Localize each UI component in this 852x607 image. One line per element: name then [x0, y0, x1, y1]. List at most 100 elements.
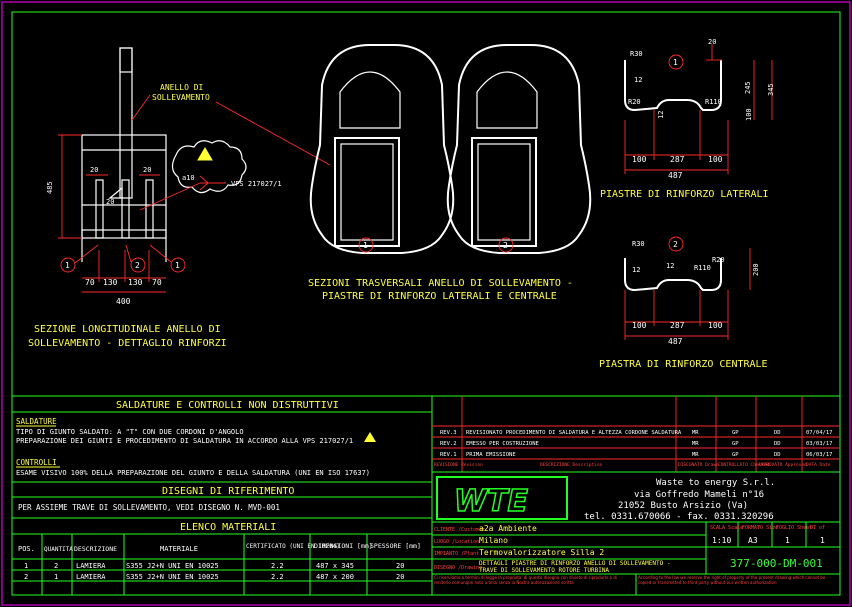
svg-text:R30: R30 — [632, 240, 645, 248]
svg-text:PRIMA EMISSIONE: PRIMA EMISSIONE — [466, 452, 516, 458]
svg-text:1: 1 — [54, 573, 58, 581]
svg-text:100: 100 — [708, 155, 723, 164]
dim-20-left: 20 — [90, 166, 98, 174]
longitudinal-title-1: SEZIONE LONGITUDINALE ANELLO DI — [34, 324, 221, 335]
svg-text:MATERIALE: MATERIALE — [160, 545, 198, 553]
svg-text:REVISIONE Revision: REVISIONE Revision — [434, 462, 483, 468]
svg-text:20: 20 — [396, 562, 404, 570]
weld-size: a10 — [182, 174, 195, 182]
dim-bottom-2: 130 — [103, 278, 118, 287]
svg-text:a2a Ambiente: a2a Ambiente — [479, 524, 537, 533]
svg-text:100: 100 — [632, 155, 647, 164]
svg-text:287: 287 — [670, 155, 685, 164]
svg-text:REV.3: REV.3 — [440, 430, 457, 436]
dim-bottom-3: 130 — [128, 278, 143, 287]
svg-text:2: 2 — [673, 240, 678, 249]
svg-text:IMPIANTO /Plant: IMPIANTO /Plant — [434, 551, 479, 557]
central-plate-title: PIASTRA DI RINFORZO CENTRALE — [599, 359, 768, 370]
svg-text:487: 487 — [668, 171, 683, 180]
svg-text:DISEGNATO Drawn: DISEGNATO Drawn — [678, 462, 719, 468]
svg-text:R110: R110 — [705, 98, 722, 106]
svg-text:SPESSORE [mm]: SPESSORE [mm] — [370, 542, 421, 550]
rif-header: DISEGNI DI RIFERIMENTO — [162, 486, 294, 497]
cross-section-title-1: SEZIONI TRASVERSALI ANELLO DI SOLLEVAMEN… — [308, 278, 573, 289]
svg-text:12: 12 — [666, 262, 674, 270]
dim-total-400: 400 — [116, 297, 131, 306]
callout-anello-2: SOLLEVAMENTO — [152, 93, 210, 102]
dim-20-right: 20 — [143, 166, 151, 174]
svg-text:1: 1 — [673, 58, 678, 67]
svg-text:POS.: POS. — [18, 545, 35, 553]
svg-text:APPROVATO Approved: APPROVATO Approved — [758, 462, 807, 468]
svg-text:2: 2 — [503, 241, 508, 250]
svg-text:PREPARAZIONE DEI GIUNTI E PROC: PREPARAZIONE DEI GIUNTI E PROCEDIMENTO D… — [16, 437, 353, 445]
svg-text:EMESSO PER COSTRUZIONE: EMESSO PER COSTRUZIONE — [466, 441, 539, 447]
legal-notice-en: According to the law we reserve the righ… — [638, 575, 826, 585]
title-block: WTE Waste to energy S.r.l. via Goffredo … — [431, 471, 841, 596]
svg-text:DD: DD — [774, 430, 781, 436]
central-plate-outline — [624, 258, 722, 292]
balloon-1-left — [60, 257, 76, 273]
svg-text:R20: R20 — [712, 256, 725, 264]
svg-text:FOGLIO Sheet: FOGLIO Sheet — [776, 525, 812, 531]
weld-vps-note: VPS 217027/1 — [231, 180, 282, 188]
svg-text:Termovalorizzatore Silla 2: Termovalorizzatore Silla 2 — [479, 548, 604, 557]
svg-text:487 x 200: 487 x 200 — [316, 573, 354, 581]
svg-text:DD: DD — [774, 452, 781, 458]
svg-text:REV.2: REV.2 — [440, 441, 457, 447]
svg-text:MR: MR — [692, 430, 699, 436]
dim-height: 485 — [46, 181, 54, 194]
svg-text:12: 12 — [634, 76, 642, 84]
svg-text:via Goffredo Mameli n°16: via Goffredo Mameli n°16 — [634, 490, 764, 500]
svg-text:SALDATURE: SALDATURE — [16, 417, 57, 426]
notes-header: SALDATURE E CONTROLLI NON DISTRUTTIVI — [116, 400, 339, 411]
cross-section-views: 1 2 SEZIONI TRASVERSALI ANELLO DI SOLLEV… — [308, 44, 592, 302]
svg-text:DESCRIZIONE Description: DESCRIZIONE Description — [540, 462, 603, 468]
svg-text:DISEGNO /Drawing: DISEGNO /Drawing — [434, 565, 482, 571]
svg-text:A3: A3 — [748, 536, 758, 545]
svg-text:345: 345 — [767, 83, 775, 96]
svg-text:PER ASSIEME TRAVE DI SOLLEVAME: PER ASSIEME TRAVE DI SOLLEVAMENTO, VEDI … — [18, 503, 280, 512]
svg-text:SCALA Scale: SCALA Scale — [710, 525, 743, 531]
svg-text:12: 12 — [632, 266, 640, 274]
section-2-outline — [446, 44, 592, 254]
svg-text:ESAME VISIVO 100% DELLA PREPAR: ESAME VISIVO 100% DELLA PREPARAZIONE DEL… — [16, 469, 370, 477]
svg-text:MR: MR — [692, 452, 699, 458]
svg-text:Waste to energy S.r.l.: Waste to energy S.r.l. — [656, 478, 775, 488]
lateral-plates-view: 20 R30 12 12 R20 R110 245 345 100 1 100 … — [600, 38, 775, 200]
svg-text:CONTROLLATO Checked: CONTROLLATO Checked — [718, 462, 770, 468]
svg-text:CLIENTE /Customer: CLIENTE /Customer — [434, 527, 485, 533]
svg-text:12: 12 — [657, 111, 665, 119]
revision-cloud — [171, 140, 247, 194]
svg-text:MR: MR — [692, 441, 699, 447]
svg-text:2: 2 — [54, 562, 58, 570]
svg-text:2.2: 2.2 — [271, 562, 284, 570]
svg-text:06/03/17: 06/03/17 — [806, 452, 833, 458]
company-logo: WTE — [454, 484, 529, 519]
svg-text:tel. 0331.670066 - fax. 0331.3: tel. 0331.670066 - fax. 0331.320296 — [584, 512, 774, 522]
central-plate-view: R30 12 12 R110 R20 200 2 100 287 100 487… — [599, 236, 768, 370]
svg-text:100: 100 — [708, 321, 723, 330]
reinforcement-plate-outline — [81, 134, 167, 206]
legal-notice-it: Ci riserviamo a termini di legge la prop… — [434, 575, 618, 585]
longitudinal-title-2: SOLLEVAMENTO - DETTAGLIO RINFORZI — [28, 338, 227, 349]
svg-text:20: 20 — [396, 573, 404, 581]
company-logo-frame — [436, 476, 568, 520]
svg-text:245: 245 — [744, 81, 752, 94]
svg-text:FORMATO Size: FORMATO Size — [742, 525, 778, 531]
svg-text:1: 1 — [24, 562, 28, 570]
svg-text:1:10: 1:10 — [712, 536, 731, 545]
svg-text:20: 20 — [708, 38, 716, 46]
svg-text:DATA Date: DATA Date — [806, 462, 831, 468]
svg-text:REV.1: REV.1 — [440, 452, 457, 458]
svg-text:1: 1 — [65, 261, 70, 270]
revision-table: REV.3 REVISIONATO PROCEDIMENTO DI SALDAT… — [431, 395, 841, 473]
revision-3-note-icon — [364, 432, 376, 442]
section-1-outline — [309, 44, 455, 254]
drawing-number: 377-000-DM-001 — [730, 557, 823, 570]
svg-text:287: 287 — [670, 321, 685, 330]
notes-table: SALDATURE E CONTROLLI NON DISTRUTTIVI SA… — [11, 395, 433, 596]
svg-text:QUANTITA': QUANTITA' — [44, 546, 77, 553]
svg-text:TIPO DI GIUNTO SALDATO: A "T": TIPO DI GIUNTO SALDATO: A "T" CON DUE CO… — [16, 428, 244, 436]
